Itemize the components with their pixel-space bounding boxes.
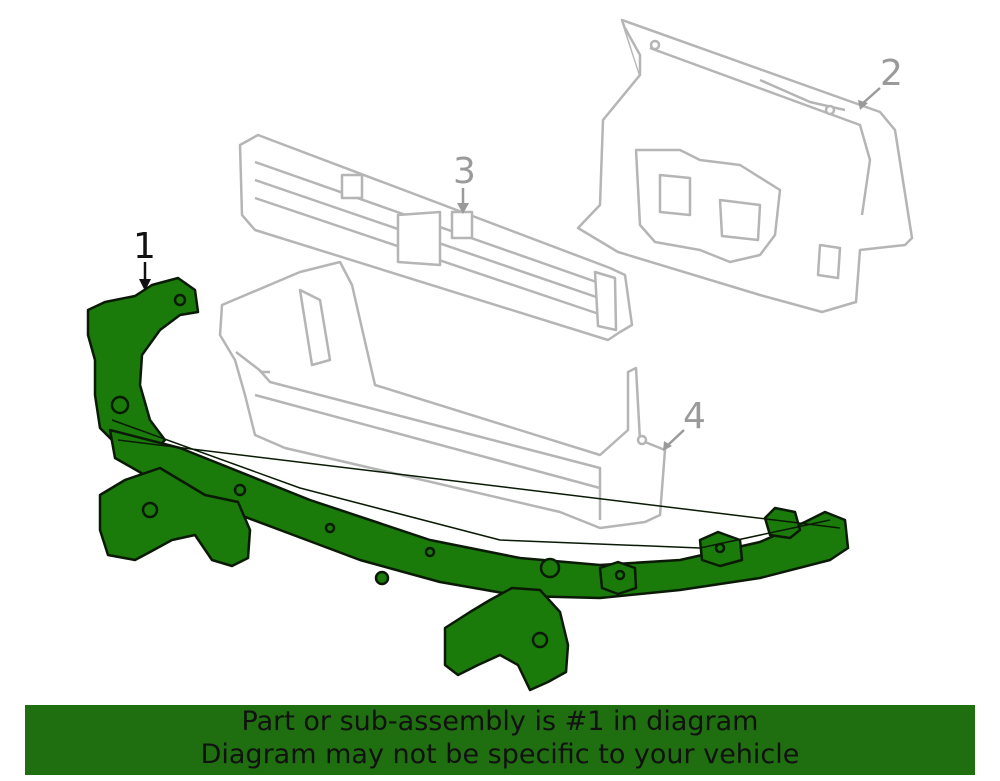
part-3-shutter [238,133,634,342]
callout-2-leader [861,87,881,105]
callout-2-arrowhead [858,100,868,110]
info-banner: Part or sub-assembly is #1 in diagram Di… [25,705,975,775]
part-4-deflector [218,260,667,530]
parts-diagram: 1 2 3 4 [86,18,914,692]
callout-3-label: 3 [453,151,476,192]
banner-line-2: Diagram may not be specific to your vehi… [200,739,800,770]
callout-4-leader [667,429,685,446]
callout-1-arrowhead [139,279,151,291]
part-1-tie-bar [86,276,850,692]
callout-1-label: 1 [133,226,156,267]
banner-line-1: Part or sub-assembly is #1 in diagram [241,706,759,737]
part-2-baffle [576,18,914,314]
callout-4-label: 4 [683,396,706,437]
callout-3: 3 [453,151,476,214]
callout-2: 2 [858,53,903,110]
callout-1: 1 [133,226,156,291]
callout-2-label: 2 [880,53,903,94]
callout-4-arrowhead [663,441,672,451]
callout-4: 4 [663,396,706,451]
callout-3-arrowhead [457,203,469,214]
